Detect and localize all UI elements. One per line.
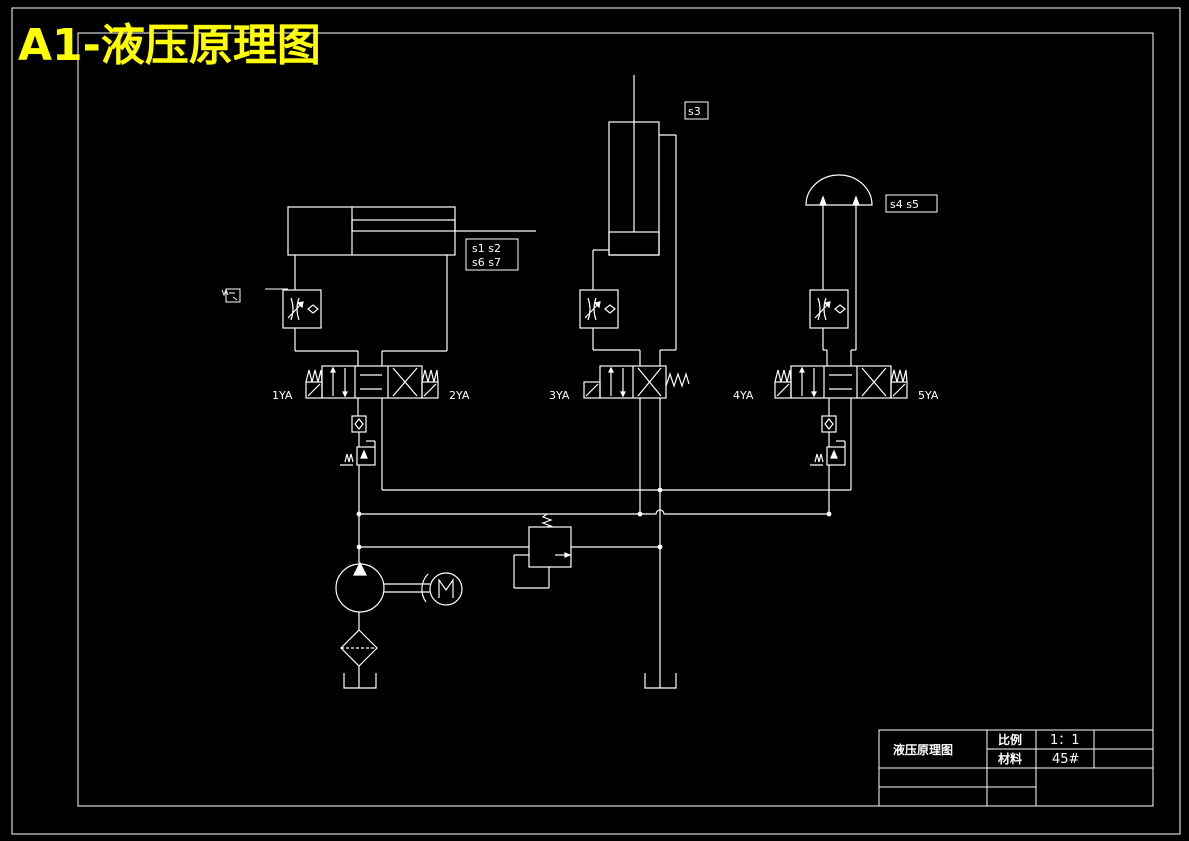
- title-block: 液压原理图 比例 1：1 材料 45#: [878, 729, 1154, 807]
- tank-1: [343, 673, 377, 689]
- pressure-line: [359, 509, 829, 515]
- throttle-check-valve-2: [579, 289, 619, 350]
- sensor-label-s1-s2: s1 s2: [472, 242, 501, 255]
- directional-valve-1: [305, 365, 439, 490]
- throttle-check-valve-3: [809, 289, 849, 350]
- sensor-label-s6-s7: s6 s7: [472, 256, 501, 269]
- solenoid-label-3ya: 3YA: [549, 389, 570, 402]
- title-block-drawing-name: 液压原理图: [893, 742, 953, 757]
- sensor-label-s3: s3: [688, 105, 701, 118]
- motor-3: [805, 174, 873, 350]
- sensor-label-s4-s5: s4 s5: [890, 198, 919, 211]
- directional-valve-2: [583, 365, 690, 688]
- sensor-box-s1-s2-s6-s7: s1 s2 s6 s7: [465, 238, 519, 271]
- title-block-material-value: 45#: [1052, 752, 1079, 767]
- hydraulic-pump: [335, 514, 430, 613]
- electric-motor: [421, 572, 463, 606]
- sensor-box-s4-s5: s4 s5: [885, 194, 938, 213]
- pressure-switch: [221, 288, 288, 303]
- filter: [340, 612, 378, 688]
- throttle-check-valve-1: [282, 255, 322, 351]
- cylinder-2: [608, 75, 677, 350]
- relief-valve: [356, 513, 663, 589]
- sheet-border: [11, 7, 1181, 835]
- directional-valve-3: [774, 365, 908, 490]
- drawing-title: A1-液压原理图: [18, 20, 321, 71]
- drawing-frame: [77, 32, 1154, 807]
- check-valve-3: [821, 415, 837, 447]
- solenoid-label-2ya: 2YA: [449, 389, 470, 402]
- title-block-scale-value: 1：1: [1050, 733, 1080, 748]
- solenoid-label-1ya: 1YA: [272, 389, 293, 402]
- sequence-valve-1: [340, 440, 376, 514]
- check-valve-1: [351, 415, 367, 447]
- tank-2: [644, 673, 677, 689]
- sensor-box-s3: s3: [684, 101, 709, 120]
- title-block-material-label: 材料: [997, 751, 1022, 766]
- solenoid-label-5ya: 5YA: [918, 389, 939, 402]
- cylinder-1: [287, 206, 536, 256]
- title-block-scale-label: 比例: [998, 732, 1022, 747]
- sequence-valve-3: [810, 440, 846, 514]
- solenoid-label-4ya: 4YA: [733, 389, 754, 402]
